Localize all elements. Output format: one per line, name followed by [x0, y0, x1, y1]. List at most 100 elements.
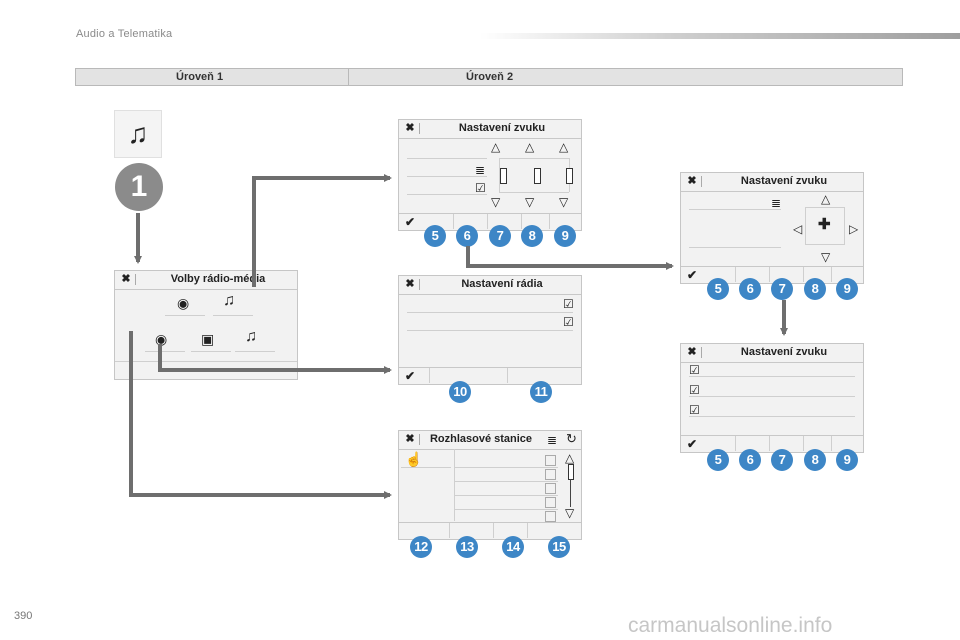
panel-header: ✖ Nastavení zvuku — [681, 173, 863, 192]
level-bar: Úroveň 1 Úroveň 2 — [75, 68, 903, 86]
badge-number: 7 — [771, 278, 793, 300]
music-note-icon[interactable]: ♫ — [114, 110, 162, 158]
panel-header: ✖ Nastavení zvuku — [681, 344, 863, 363]
close-icon[interactable]: ✖ — [405, 122, 415, 134]
badge-number: 9 — [836, 278, 858, 300]
arrow-left-icon[interactable]: ◁ — [793, 222, 803, 236]
panel-footer: ✔ — [681, 266, 863, 283]
badge-number: 11 — [530, 381, 552, 403]
badge-number: 8 — [521, 225, 543, 247]
contact-icon[interactable]: ▣ — [201, 331, 215, 347]
arrow-right-icon[interactable]: ▷ — [849, 222, 859, 236]
divider — [454, 495, 558, 496]
divider — [191, 351, 231, 352]
balance-cursor-icon[interactable]: ✚ — [818, 216, 831, 233]
arrow-down-icon[interactable]: ▽ — [559, 195, 569, 209]
divider — [735, 267, 736, 282]
badge-number: 9 — [836, 449, 858, 471]
checkbox[interactable] — [545, 497, 556, 508]
divider — [115, 361, 297, 362]
slider-handle[interactable] — [534, 168, 541, 184]
arrow-up-icon[interactable]: △ — [525, 140, 535, 154]
scroll-down-icon[interactable]: ▽ — [565, 506, 575, 520]
checkbox[interactable] — [545, 469, 556, 480]
checkbox[interactable] — [545, 455, 556, 466]
list-icon[interactable]: ≣ — [547, 433, 558, 447]
check-icon[interactable]: ✔ — [405, 215, 416, 229]
divider — [689, 247, 781, 248]
arrow-up-icon[interactable]: △ — [821, 192, 831, 206]
edit-icon[interactable]: ☑ — [563, 315, 574, 329]
music-note-icon[interactable]: ♫ — [245, 328, 257, 345]
balance-grid[interactable] — [805, 207, 845, 245]
divider — [803, 267, 804, 282]
music-note-icon[interactable]: ♫ — [223, 292, 235, 309]
edit-icon[interactable]: ☑ — [689, 363, 700, 377]
list-icon[interactable]: ≣ — [475, 163, 486, 177]
divider — [521, 214, 522, 229]
divider — [769, 436, 770, 451]
divider — [419, 123, 420, 134]
panel-sound-settings-b: ✖ Nastavení zvuku ≣ △ ◁ ✚ ▷ ▽ ✔ — [680, 172, 864, 284]
arrow-down-icon[interactable]: ▽ — [821, 250, 831, 264]
arrow-to-stations — [129, 331, 392, 499]
badge-number: 7 — [771, 449, 793, 471]
list-icon[interactable]: ≣ — [771, 196, 782, 210]
watermark: carmanualsonline.info — [628, 614, 833, 637]
panel-radio-media: ✖ Volby rádio-média ◉ ♫ ◉ ▣ ♫ — [114, 270, 298, 380]
arrow-up-icon[interactable]: △ — [559, 140, 569, 154]
slider-handle[interactable] — [500, 168, 507, 184]
edit-icon[interactable]: ☑ — [475, 181, 486, 195]
scroll-thumb[interactable] — [568, 464, 574, 480]
arrow-up-icon[interactable]: △ — [491, 140, 501, 154]
radio-icon[interactable]: ◉ — [177, 295, 190, 311]
divider — [831, 267, 832, 282]
divider — [735, 436, 736, 451]
panel-sound-settings-c: ✖ Nastavení zvuku ☑ ☑ ☑ ✔ — [680, 343, 864, 453]
divider — [803, 436, 804, 451]
panel-title: Nastavení rádia — [461, 278, 543, 290]
edit-icon[interactable]: ☑ — [689, 383, 700, 397]
refresh-icon[interactable]: ↻ — [566, 431, 577, 446]
divider — [401, 467, 451, 468]
check-icon[interactable]: ✔ — [405, 369, 416, 383]
arrow-down-icon[interactable]: ▽ — [525, 195, 535, 209]
close-icon[interactable]: ✖ — [121, 273, 131, 285]
check-icon[interactable]: ✔ — [687, 268, 698, 282]
section-title: Audio a Telematika — [76, 28, 173, 40]
panel-title: Rozhlasové stanice — [429, 433, 533, 445]
check-icon[interactable]: ✔ — [687, 437, 698, 451]
divider — [701, 176, 702, 187]
close-icon[interactable]: ✖ — [405, 433, 415, 445]
badge-number: 9 — [554, 225, 576, 247]
arrow-down-icon[interactable]: ▽ — [491, 195, 501, 209]
panel-footer — [399, 522, 581, 539]
arrow-to-sound-a — [252, 174, 392, 287]
badge-number: 14 — [502, 536, 524, 558]
close-icon[interactable]: ✖ — [687, 346, 697, 358]
close-icon[interactable]: ✖ — [687, 175, 697, 187]
divider — [549, 214, 550, 229]
edit-icon[interactable]: ☑ — [563, 297, 574, 311]
badge-number: 6 — [456, 225, 478, 247]
edit-icon[interactable]: ☑ — [689, 403, 700, 417]
panel-title: Nastavení zvuku — [740, 175, 828, 187]
divider — [407, 330, 573, 331]
slider-handle[interactable] — [566, 168, 573, 184]
checkbox[interactable] — [545, 511, 556, 522]
badge-number: 6 — [739, 278, 761, 300]
badge-number: 6 — [739, 449, 761, 471]
divider — [419, 434, 420, 445]
divider — [135, 274, 136, 285]
divider — [689, 376, 855, 377]
panel-title: Nastavení zvuku — [458, 122, 546, 134]
close-icon[interactable]: ✖ — [405, 278, 415, 290]
checkbox[interactable] — [545, 483, 556, 494]
hand-icon[interactable]: ☝ — [405, 451, 423, 467]
music-note-glyph: ♫ — [127, 118, 149, 149]
divider — [689, 209, 781, 210]
scroll-up-icon[interactable]: △ — [565, 451, 575, 465]
divider — [454, 509, 558, 510]
radio-off-icon[interactable]: ◉ — [155, 331, 168, 347]
